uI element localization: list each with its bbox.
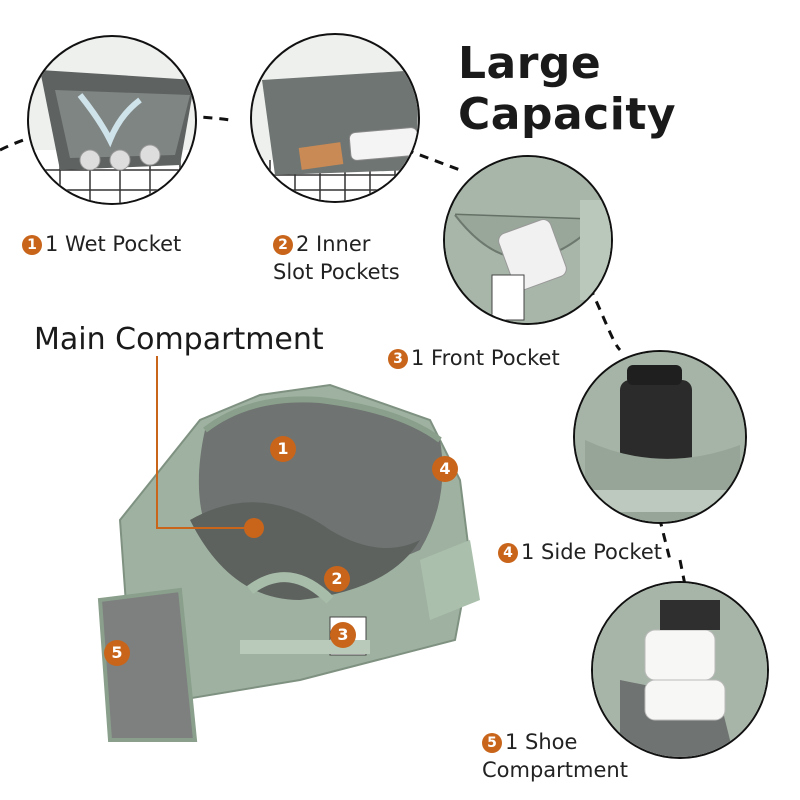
- shoe-compartment-detail-image: [591, 581, 769, 759]
- callout-text: 2 Inner: [296, 232, 371, 256]
- callout-number: 3: [388, 349, 408, 369]
- wet-pocket-detail-image: [27, 35, 197, 205]
- page-title: Large Capacity: [458, 38, 677, 140]
- bag-marker-1: 1: [270, 436, 296, 462]
- callout-number: 4: [498, 543, 518, 563]
- callout-text: 1 Side Pocket: [521, 540, 663, 564]
- bag-marker-3: 3: [330, 622, 356, 648]
- callout-text: 1 Shoe: [505, 730, 578, 754]
- side-pocket-detail-image: [573, 350, 747, 524]
- callout-number: 5: [482, 733, 502, 753]
- bag-marker-2: 2: [324, 566, 350, 592]
- callout-text: Slot Pockets: [273, 260, 400, 284]
- main-compartment-pointer: [156, 356, 250, 529]
- front-pocket-detail-image: [443, 155, 613, 325]
- inner-slot-pockets-detail-image: [250, 33, 420, 203]
- callout-text: 1 Front Pocket: [411, 346, 560, 370]
- main-compartment-label: Main Compartment: [34, 322, 324, 357]
- callout-number: 2: [273, 235, 293, 255]
- main-compartment-dot: [244, 518, 264, 538]
- bag-marker-4: 4: [432, 456, 458, 482]
- bag-marker-5: 5: [104, 640, 130, 666]
- callout-text: 1 Wet Pocket: [45, 232, 182, 256]
- callout-number: 1: [22, 235, 42, 255]
- callout-text: Compartment: [482, 758, 628, 782]
